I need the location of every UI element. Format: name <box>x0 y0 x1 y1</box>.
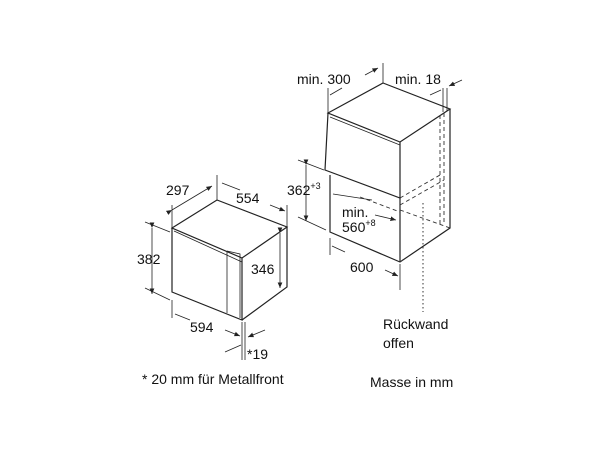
niche-height-362: 362+3 <box>287 181 321 198</box>
rear-wall-label: Rückwand <box>383 316 448 332</box>
width-594: 594 <box>190 319 214 335</box>
units-note: Masse in mm <box>370 374 453 390</box>
metal-front-footnote: * 20 mm für Metallfront <box>142 371 284 387</box>
cabinet-dimension-lines <box>297 63 463 290</box>
microwave-dimension-lines <box>144 175 287 360</box>
door-offset-19: *19 <box>247 346 268 362</box>
height-382: 382 <box>137 251 161 267</box>
wall-min-18: min. 18 <box>395 71 441 87</box>
microwave-drawing <box>170 199 289 321</box>
cabinet-drawing <box>324 82 452 312</box>
niche-width-560: 560+8 <box>342 218 376 235</box>
niche-width-min-label: min. <box>342 204 368 220</box>
cabinet-width-600: 600 <box>350 259 374 275</box>
height-346: 346 <box>251 261 275 277</box>
width-554: 554 <box>236 190 260 206</box>
niche-depth-min-300: min. 300 <box>297 71 351 87</box>
rear-wall-open-label: offen <box>383 335 414 351</box>
depth-297: 297 <box>166 182 190 198</box>
